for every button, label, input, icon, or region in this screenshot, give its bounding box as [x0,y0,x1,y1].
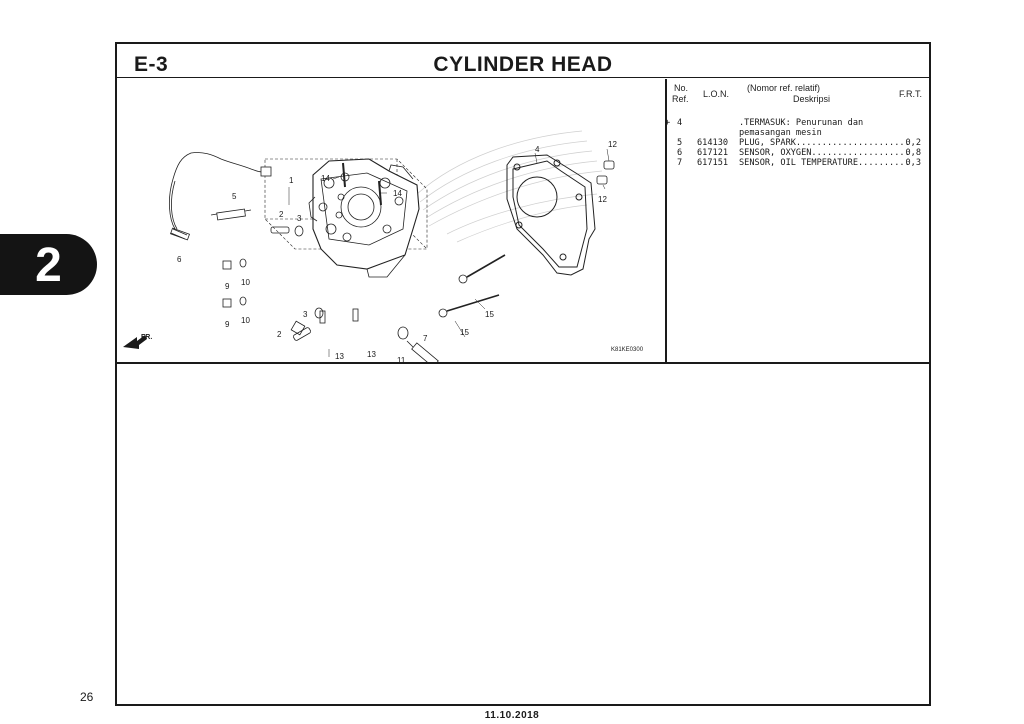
callout-12: 12 [598,195,607,204]
row-desc: SENSOR, OXYGEN................... [739,148,910,158]
parts-row: 5 614130 PLUG, SPARK....................… [667,138,929,148]
row-ref: 5 [677,138,683,148]
row-plus: + [665,118,671,128]
callout-3: 3 [303,310,308,319]
column-divider [665,79,667,362]
callout-2: 2 [279,210,284,219]
section-tab: 2 [0,234,97,295]
cylinder-head-drawing: FR. 1 2 2 3 3 4 5 6 7 8 9 9 10 10 11 12 … [123,130,644,387]
catalog-frame: E-3 CYLINDER HEAD [115,42,931,706]
parts-table: No. Ref. L.O.N. (Nomor ref. relatif) Des… [665,79,929,362]
oil-temperature-sensor [406,340,439,368]
header-desc: Deskripsi [793,94,831,104]
callout-2: 2 [277,330,282,339]
row-ref: 7 [677,158,683,168]
header-frt: F.R.T. [899,89,923,99]
callout-3: 3 [297,214,302,223]
callout-15: 15 [460,328,469,337]
row-ref: 4 [677,118,683,128]
parts-row: 7 617151 SENSOR, OIL TEMPERATURE........… [667,158,929,168]
callout-11: 11 [397,356,406,362]
row-ref: 6 [677,148,683,158]
row-frt: 0,8 [905,148,921,158]
row-lon: 617151 [697,158,729,168]
callout-15: 15 [485,310,494,319]
callout-12: 12 [608,140,617,149]
callout-14: 14 [393,189,402,198]
callout-13: 13 [367,350,376,359]
callout-14: 14 [321,174,330,183]
callout-9: 9 [225,320,230,329]
callout-9: 9 [225,282,230,291]
callout-10: 10 [241,278,250,287]
header-no: No. [674,83,689,93]
parts-row: + 4 .TERMASUK: Penurunan dan [665,118,929,128]
row-desc: SENSOR, OIL TEMPERATURE.......... [739,158,910,168]
header-desc-note: (Nomor ref. relatif) [747,83,821,93]
callout-5: 5 [232,192,237,201]
spark-plug [210,208,252,221]
cylinder-head-gasket [506,154,596,276]
callout-1: 1 [289,176,294,185]
section-divider [117,362,929,364]
row-frt: 0,3 [905,158,921,168]
honda-wing-watermark [416,130,603,243]
header-ref: Ref. [672,94,689,104]
section-tab-number: 2 [35,239,62,292]
oxygen-sensor [169,152,272,241]
exploded-diagram: FR. 1 2 2 3 3 4 5 6 7 8 9 9 10 10 11 12 … [117,79,665,387]
header-lon: L.O.N. [703,89,730,99]
front-direction-label: FR. [141,334,152,341]
callout-13: 13 [335,352,344,361]
callout-10: 10 [241,316,250,325]
row-frt: 0,2 [905,138,921,148]
front-direction-arrow: FR. [123,334,152,349]
cylinder-head-block [308,158,420,278]
title-row: E-3 CYLINDER HEAD [117,44,929,78]
row-lon: 617121 [697,148,729,158]
row-desc: PLUG, SPARK...................... [739,138,910,148]
callout-6: 6 [177,255,182,264]
section-code: E-3 [134,53,169,76]
row-desc: pemasangan mesin [739,128,822,138]
callout-4: 4 [535,145,540,154]
section-title: CYLINDER HEAD [433,53,613,76]
row-lon: 614130 [697,138,729,148]
callout-7: 7 [423,334,428,343]
row-desc: .TERMASUK: Penurunan dan [739,118,864,128]
parts-row: pemasangan mesin [667,128,929,138]
diagram-code: K81KE0300 [611,347,644,353]
publication-date: 11.10.2018 [484,710,540,721]
page-number: 26 [80,690,94,704]
parts-row: 6 617121 SENSOR, OXYGEN.................… [667,148,929,158]
